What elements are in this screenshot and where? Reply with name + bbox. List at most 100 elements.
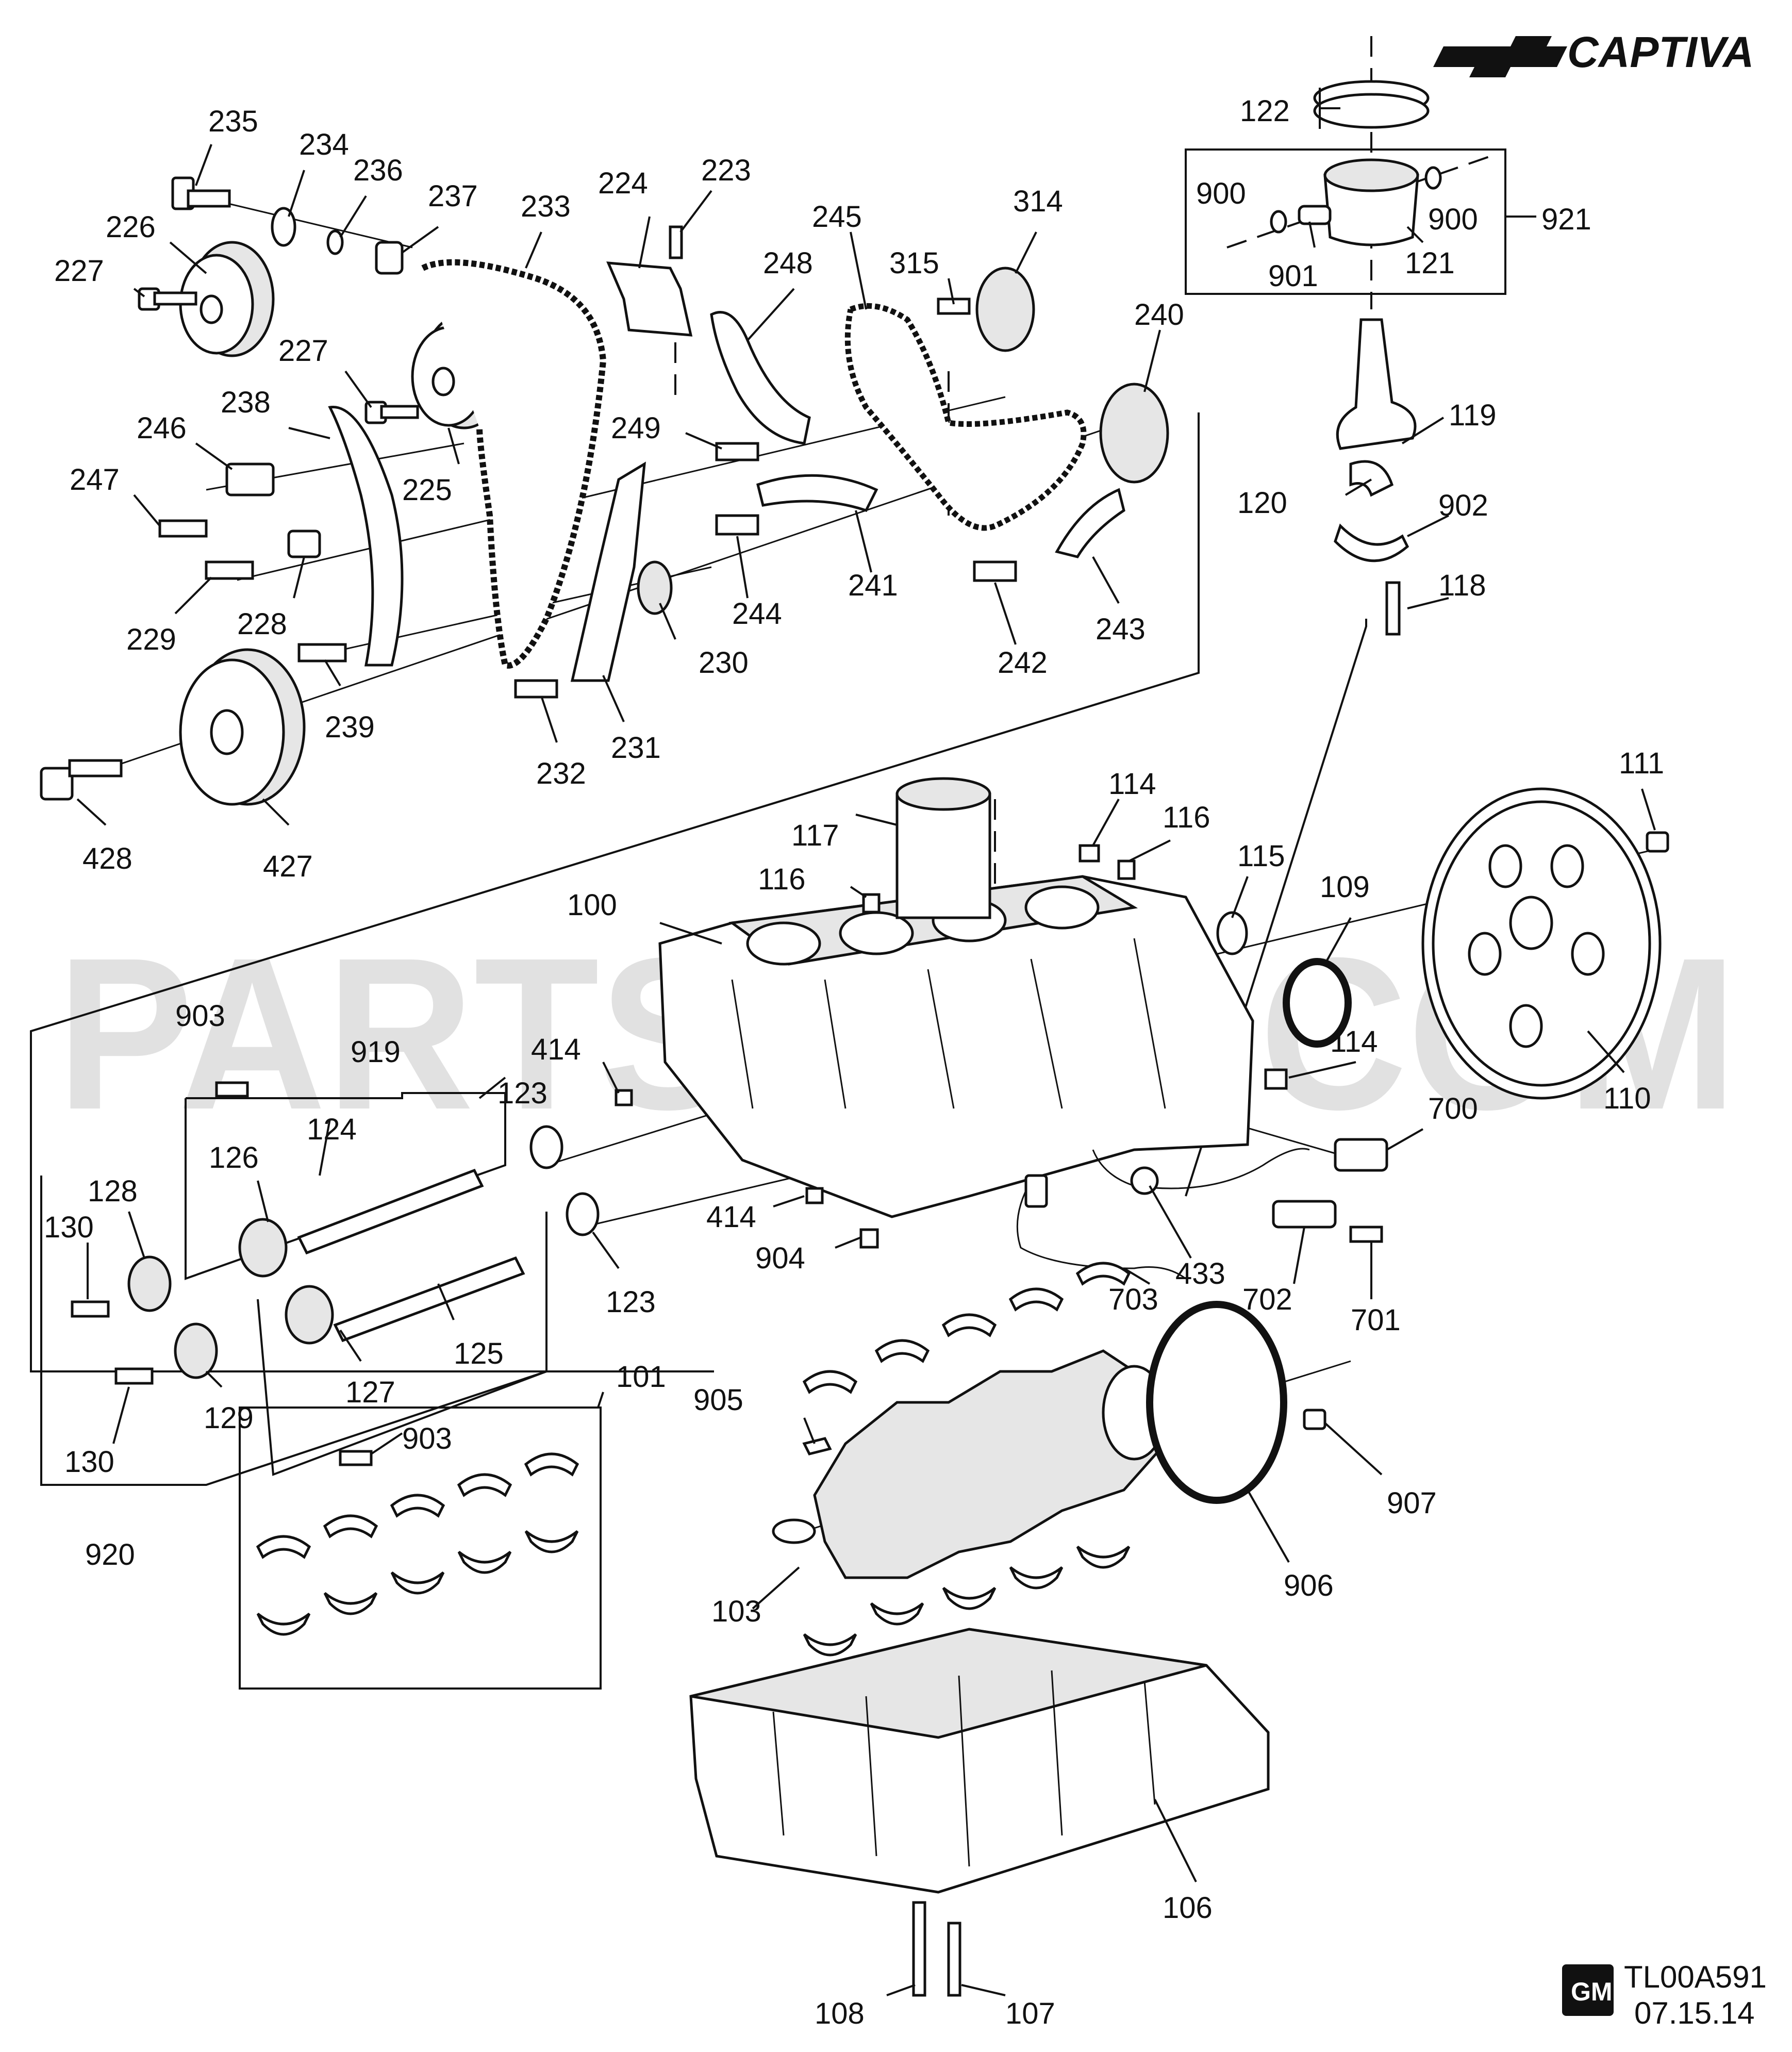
part-245-chain (844, 303, 1087, 531)
callout-231: 231 (611, 731, 661, 765)
callout-122: 122 (1240, 94, 1290, 128)
callout-700: 700 (1428, 1092, 1478, 1126)
part-115-plug (1216, 911, 1248, 955)
piston-and-rod (1270, 80, 1442, 636)
part-130-bolt-2 (114, 1367, 154, 1385)
callout-130: 130 (44, 1211, 94, 1244)
callout-101: 101 (616, 1360, 666, 1394)
part-125-balance-shaft (333, 1256, 525, 1343)
part-121-piston (1323, 158, 1419, 246)
part-248-guide (710, 311, 811, 445)
part-241-guide (756, 474, 878, 512)
callout-126: 126 (209, 1141, 259, 1174)
callout-227-b: 227 (278, 334, 328, 368)
callout-127: 127 (345, 1376, 395, 1409)
part-110-flexplate (1421, 787, 1662, 1100)
part-232-bolt (514, 679, 558, 699)
part-236-washer (326, 229, 344, 255)
callout-229: 229 (126, 623, 176, 656)
part-116-dowel-2 (1117, 859, 1136, 880)
callout-315: 315 (889, 246, 939, 280)
part-127-bearing (285, 1285, 334, 1345)
callout-904: 904 (755, 1242, 805, 1275)
brand-logo: CAPTIVA (1433, 28, 1754, 77)
part-101-main-bearing-set (256, 1452, 579, 1636)
bearing-group-box-101 (239, 1406, 602, 1690)
part-114-plug (1078, 844, 1100, 863)
callout-921: 921 (1541, 203, 1591, 236)
callout-238: 238 (221, 386, 271, 419)
part-129-gear (174, 1322, 218, 1379)
part-223-bolt (669, 225, 683, 259)
part-703-harness (1016, 1180, 1186, 1280)
callout-920: 920 (85, 1538, 135, 1571)
part-901-pin (1298, 205, 1332, 225)
part-239-bolt (297, 643, 347, 663)
callout-129: 129 (204, 1401, 254, 1435)
diagram-code: TL00A591 (1624, 1960, 1767, 1994)
part-906-reluctor-ring (1146, 1301, 1287, 1504)
callout-114: 114 (1108, 767, 1156, 801)
part-107-bolt (947, 1922, 961, 1997)
callout-245: 245 (812, 200, 862, 234)
crank-bearings (802, 1262, 1131, 1657)
callout-919: 919 (351, 1035, 401, 1069)
callout-228: 228 (237, 607, 287, 641)
part-230-sprocket (637, 560, 673, 615)
part-124-balance-shaft (297, 1168, 484, 1255)
part-128-gear (127, 1255, 172, 1312)
callout-223: 223 (701, 154, 751, 187)
sensors (1016, 1138, 1388, 1280)
part-900-clip-2 (1424, 166, 1442, 190)
part-118-rod-bolt (1385, 581, 1401, 636)
callout-120: 120 (1237, 486, 1287, 520)
callout-labels: 235 234 236 237 233 224 223 226 227 227 … (44, 94, 1664, 2030)
part-249-bolt (715, 442, 759, 461)
callout-703: 703 (1108, 1283, 1158, 1316)
callout-246: 246 (137, 411, 187, 445)
part-244-bolt (715, 514, 759, 536)
callout-230: 230 (699, 646, 749, 680)
part-123-bushing (529, 1125, 563, 1169)
callout-111: 111 (1619, 747, 1664, 780)
callout-427: 427 (263, 850, 313, 883)
brand-model: CAPTIVA (1567, 28, 1754, 76)
part-247-bolt (158, 519, 208, 538)
callout-414-b: 414 (706, 1200, 756, 1234)
group-frame-919 (185, 1092, 506, 1280)
callout-905: 905 (693, 1383, 743, 1417)
gm-badge-text: GM (1571, 1977, 1613, 2006)
callout-237: 237 (428, 179, 478, 213)
part-111-bolt (1646, 831, 1669, 853)
callout-123: 123 (497, 1077, 547, 1110)
callout-100: 100 (567, 888, 617, 922)
part-119-connecting-rod (1336, 318, 1417, 450)
part-433-harness (1092, 1148, 1310, 1189)
callout-118: 118 (1438, 569, 1486, 602)
part-240-sprocket (1099, 383, 1169, 484)
part-114-plug-2 (1264, 1068, 1288, 1090)
callout-226: 226 (106, 210, 156, 244)
callout-242: 242 (998, 646, 1048, 680)
callout-233: 233 (521, 190, 571, 223)
callout-433: 433 (1175, 1257, 1225, 1290)
callout-110: 110 (1603, 1082, 1651, 1115)
callout-901: 901 (1268, 259, 1318, 293)
callout-128: 128 (88, 1174, 138, 1208)
callout-103: 103 (711, 1595, 761, 1628)
part-238-chain-guide (328, 405, 404, 667)
diagram-date: 07.15.14 (1634, 1996, 1755, 2030)
callout-225: 225 (402, 473, 452, 507)
piston-group-box-921 (1185, 148, 1506, 295)
part-702-sensor (1272, 1200, 1337, 1229)
callout-107: 107 (1005, 1997, 1055, 2030)
part-700-sensor (1334, 1138, 1388, 1172)
callout-109: 109 (1320, 870, 1370, 904)
callout-241: 241 (848, 569, 898, 602)
callout-224: 224 (598, 167, 648, 200)
part-246-tensioner (225, 462, 275, 497)
part-108-bolt (912, 1901, 926, 1997)
part-414-dowel-2 (805, 1187, 824, 1204)
callout-314: 314 (1013, 185, 1063, 218)
part-907-bolt (1303, 1409, 1326, 1430)
